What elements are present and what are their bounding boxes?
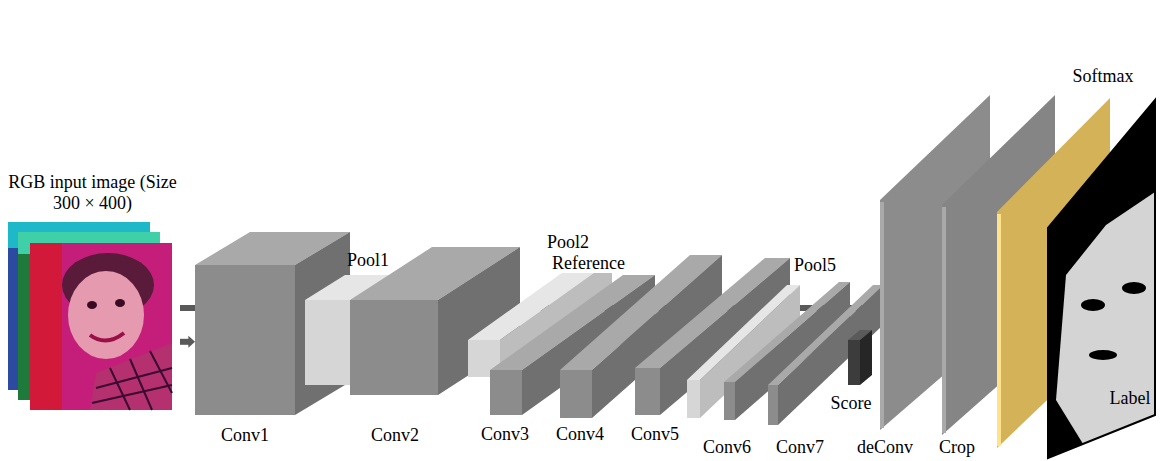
block-front	[848, 340, 860, 385]
layer-label: Crop	[939, 437, 975, 457]
label-map	[1048, 100, 1155, 458]
shirt	[90, 343, 172, 410]
block-front	[635, 368, 660, 415]
layer-label: Score	[831, 393, 872, 413]
block-front	[724, 382, 735, 420]
block-front	[768, 385, 778, 425]
photo-ground	[30, 243, 172, 410]
connector-line	[180, 339, 189, 345]
layer-label: Label	[1110, 388, 1151, 408]
image-caption: RGB input image (Size 300 × 400)	[5, 172, 180, 214]
layer-label: Pool2	[547, 232, 589, 252]
block-front	[687, 380, 700, 418]
arrow-head	[188, 336, 195, 348]
layer-label: deConv	[857, 437, 913, 457]
label-face	[1056, 192, 1155, 452]
block-front	[305, 300, 355, 385]
eye	[115, 299, 125, 307]
layer-label: Pool5	[794, 255, 836, 275]
photo-strip	[30, 243, 62, 410]
eye	[87, 301, 97, 309]
score-layer-shape	[848, 330, 872, 385]
shirt-plaid	[92, 385, 172, 403]
layer-label: Conv1	[221, 425, 269, 445]
slab-edge	[942, 207, 946, 433]
block-side	[860, 330, 872, 385]
layer-label: Conv5	[631, 424, 679, 444]
face-photo	[30, 243, 172, 410]
shirt-plaid	[110, 368, 130, 410]
layer-label: Conv3	[481, 424, 529, 444]
label-image: Label	[1048, 100, 1155, 458]
layer-label: Softmax	[1073, 66, 1134, 86]
connector	[180, 336, 195, 348]
label-eye	[1081, 299, 1105, 311]
layer-label: Conv4	[556, 424, 604, 444]
layer-label: Conv7	[776, 437, 824, 457]
shirt-plaid	[96, 368, 172, 388]
score-layer: Score	[848, 330, 872, 385]
mouth	[90, 333, 124, 341]
slab-edge	[997, 214, 1001, 446]
block-front	[350, 300, 438, 395]
shirt-plaid	[130, 359, 152, 410]
block-side	[778, 285, 883, 425]
block-front	[195, 265, 295, 415]
layer-label: Conv2	[371, 425, 419, 445]
face	[68, 271, 144, 359]
label-eye	[1122, 282, 1146, 294]
label-mouth	[1089, 350, 1117, 360]
layer-label: Conv6	[703, 437, 751, 457]
edge-label: Reference	[550, 253, 627, 273]
block-front	[560, 370, 592, 418]
label-background	[1048, 100, 1155, 458]
block-front	[490, 370, 522, 415]
input-image: RGB input image (Size 300 × 400)	[5, 172, 180, 414]
slab-edge	[880, 202, 884, 428]
layer-label: Pool1	[347, 250, 389, 270]
label-border	[1048, 100, 1155, 458]
